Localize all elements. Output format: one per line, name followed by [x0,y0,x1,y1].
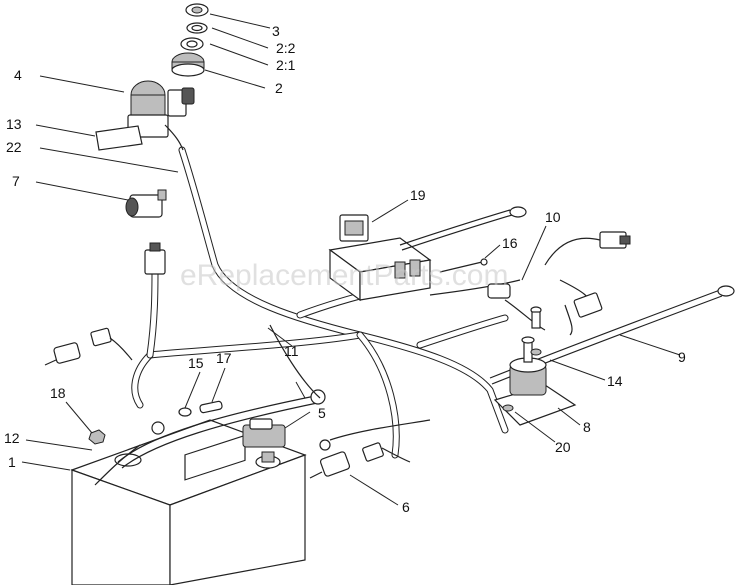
nut-ring [180,37,204,51]
callout-20: 20 [555,439,571,455]
callout-8: 8 [583,419,591,435]
solenoid-nut [502,404,514,412]
callout-18: 18 [50,385,66,401]
label-plate [95,125,143,151]
ignition-switch-cap [171,52,205,77]
fuse-holder [309,419,431,479]
callout-13: 13 [6,116,22,132]
callout-6: 6 [402,499,410,515]
callout-3: 3 [272,23,280,39]
watermark-text: eReplacementParts.com [180,259,508,292]
washer [186,22,208,34]
terminal-boot [242,418,286,448]
callout-2-1: 2:1 [276,57,296,73]
battery-cable [94,324,326,486]
ground-cable [399,206,527,251]
callout-10: 10 [545,209,561,225]
wire-16 [439,258,488,273]
loose-connector [44,327,133,366]
callout-22: 22 [6,139,22,155]
callout-4: 4 [14,67,22,83]
callout-1: 1 [8,454,16,470]
callout-14: 14 [607,373,623,389]
relay-19 [339,214,369,242]
fuse-block [328,237,432,302]
wire-harness [131,146,509,459]
callout-17: 17 [216,350,232,366]
solenoid-bolt [530,306,542,356]
callout-7: 7 [12,173,20,189]
nut [88,429,106,445]
callout-5: 5 [318,405,326,421]
harness-right [429,231,631,336]
callout-labels: 3 2:2 2:1 2 4 13 22 7 19 16 10 9 14 8 20… [4,23,686,515]
callout-16: 16 [502,235,518,251]
callout-2-2: 2:2 [276,40,296,56]
callout-15: 15 [188,355,204,371]
callout-2: 2 [275,80,283,96]
relay [125,189,167,218]
bolt [151,400,223,435]
ignition-key [185,3,209,17]
leader-lines [21,13,681,506]
branch-connector [144,242,166,275]
callout-11: 11 [284,343,299,359]
callout-19: 19 [410,187,426,203]
callout-12: 12 [4,430,20,446]
starter-solenoid [493,336,577,426]
callout-9: 9 [678,349,686,365]
